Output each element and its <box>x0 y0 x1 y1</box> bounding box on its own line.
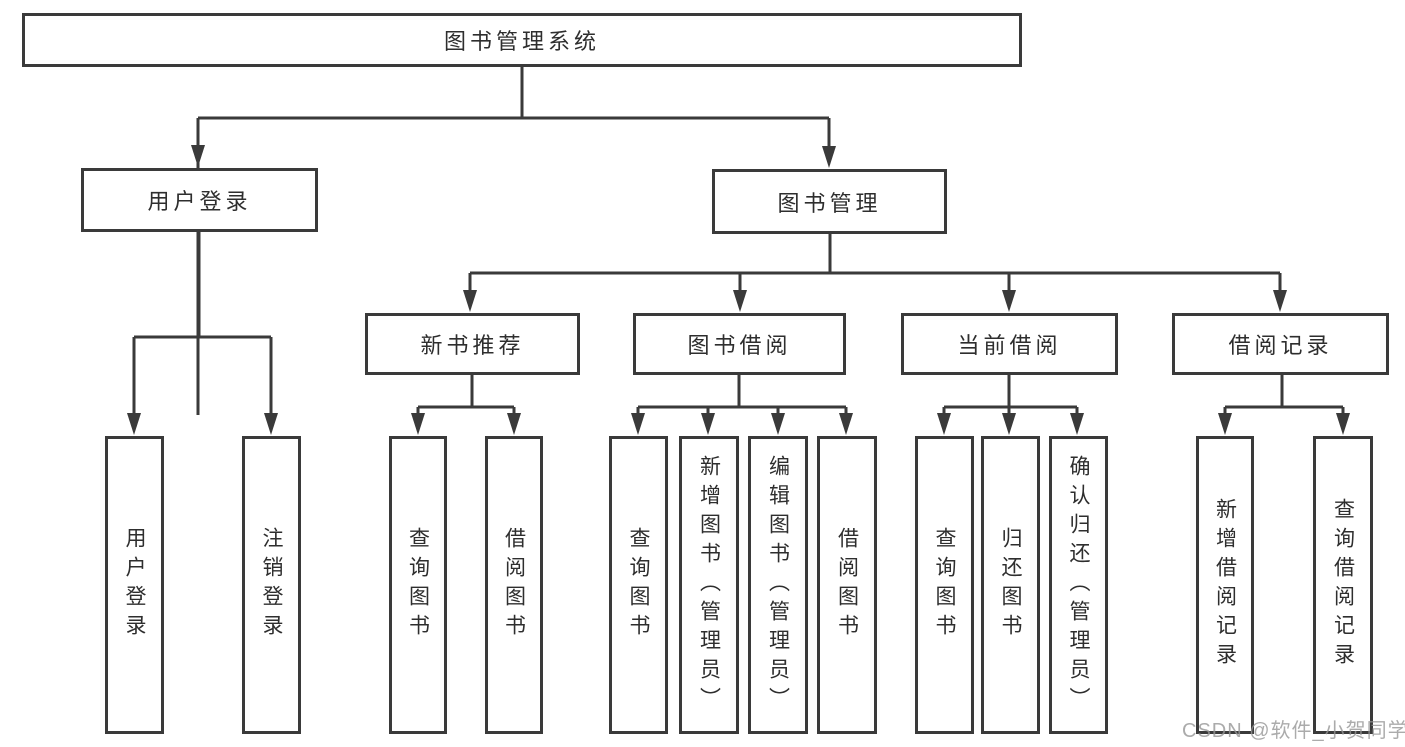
leaf-cb-return-books: 归还图书 <box>981 436 1040 734</box>
leaf-bb-query-books: 查询图书 <box>609 436 668 734</box>
leaf-nb-borrow-books: 借阅图书 <box>485 436 543 734</box>
leaf-cb-confirm-return-admin: 确认归还（管理员） <box>1049 436 1108 734</box>
node-current-borrowing: 当前借阅 <box>901 313 1118 375</box>
node-book-management: 图书管理 <box>712 169 947 234</box>
leaf-logout: 注销登录 <box>242 436 301 734</box>
leaf-bb-edit-books-admin: 编辑图书（管理员） <box>748 436 808 734</box>
node-user-login: 用户登录 <box>81 168 318 232</box>
csdn-watermark: CSDN @软件_小贺同学 <box>1182 720 1405 742</box>
leaf-rec-add-record: 新增借阅记录 <box>1196 436 1254 734</box>
leaf-user-login: 用户登录 <box>105 436 164 734</box>
leaf-bb-add-books-admin: 新增图书（管理员） <box>679 436 739 734</box>
node-borrowing-records: 借阅记录 <box>1172 313 1389 375</box>
node-new-book-recommendation: 新书推荐 <box>365 313 580 375</box>
leaf-nb-query-books: 查询图书 <box>389 436 447 734</box>
node-book-borrowing: 图书借阅 <box>633 313 846 375</box>
leaf-rec-query-record: 查询借阅记录 <box>1313 436 1373 734</box>
leaf-cb-query-books: 查询图书 <box>915 436 974 734</box>
node-root: 图书管理系统 <box>22 13 1022 67</box>
leaf-bb-borrow-books: 借阅图书 <box>817 436 877 734</box>
